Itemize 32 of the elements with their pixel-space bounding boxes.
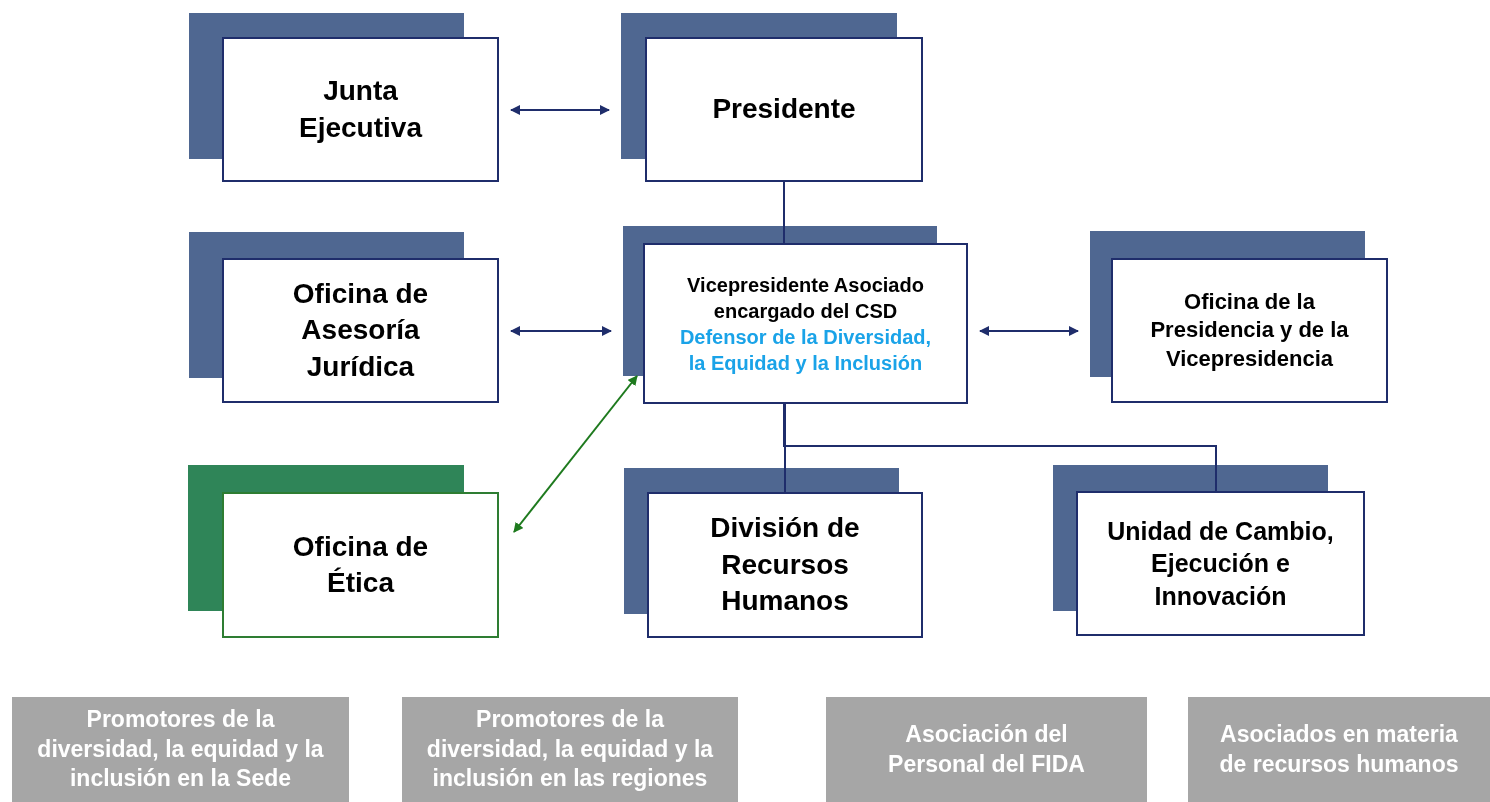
box-title: Oficina de la Presidencia y de la Vicepresidencia: [1149, 287, 1350, 373]
label-box: [1188, 697, 1490, 802]
connector-line: [783, 181, 785, 244]
box-title: Oficina de Asesoría Jurídica: [291, 276, 430, 384]
box-title: Asociados en materia de recursos humanos: [1218, 719, 1460, 779]
box-title: Promotores de la diversidad, la equidad y la inclusión en las regiones: [425, 704, 715, 794]
org-box: [222, 492, 499, 638]
double-arrow: [510, 326, 612, 336]
double-arrow: [513, 375, 638, 533]
box-title: Asociación del Personal del FIDA: [887, 719, 1086, 779]
org-box: [1111, 258, 1388, 403]
org-box: [645, 37, 923, 182]
label-box: [402, 697, 738, 802]
label-box: [12, 697, 349, 802]
box-title: División de Recursos Humanos: [709, 511, 861, 619]
box-title: Junta Ejecutiva: [298, 74, 424, 145]
connector-line: [783, 403, 1217, 492]
double-arrow: [510, 105, 610, 115]
org-box: [643, 243, 968, 404]
org-box: [222, 37, 499, 182]
box-title: Promotores de la diversidad, la equidad y la inclusión en la Sede: [36, 704, 325, 794]
box-subtitle: Defensor de la Diversidad, la Equidad y la Inclusión: [678, 324, 933, 376]
box-title: Vicepresidente Asociado encargado del CSD: [686, 272, 925, 324]
box-title: Oficina de Ética: [291, 529, 430, 600]
org-box: [647, 492, 923, 638]
org-box: [1076, 491, 1365, 636]
box-title: Unidad de Cambio, Ejecución e Innovación: [1106, 515, 1335, 612]
box-title: Presidente: [712, 92, 856, 127]
label-box: [826, 697, 1147, 802]
org-box: [222, 258, 499, 403]
connector-line: [784, 403, 786, 493]
double-arrow: [979, 326, 1079, 336]
